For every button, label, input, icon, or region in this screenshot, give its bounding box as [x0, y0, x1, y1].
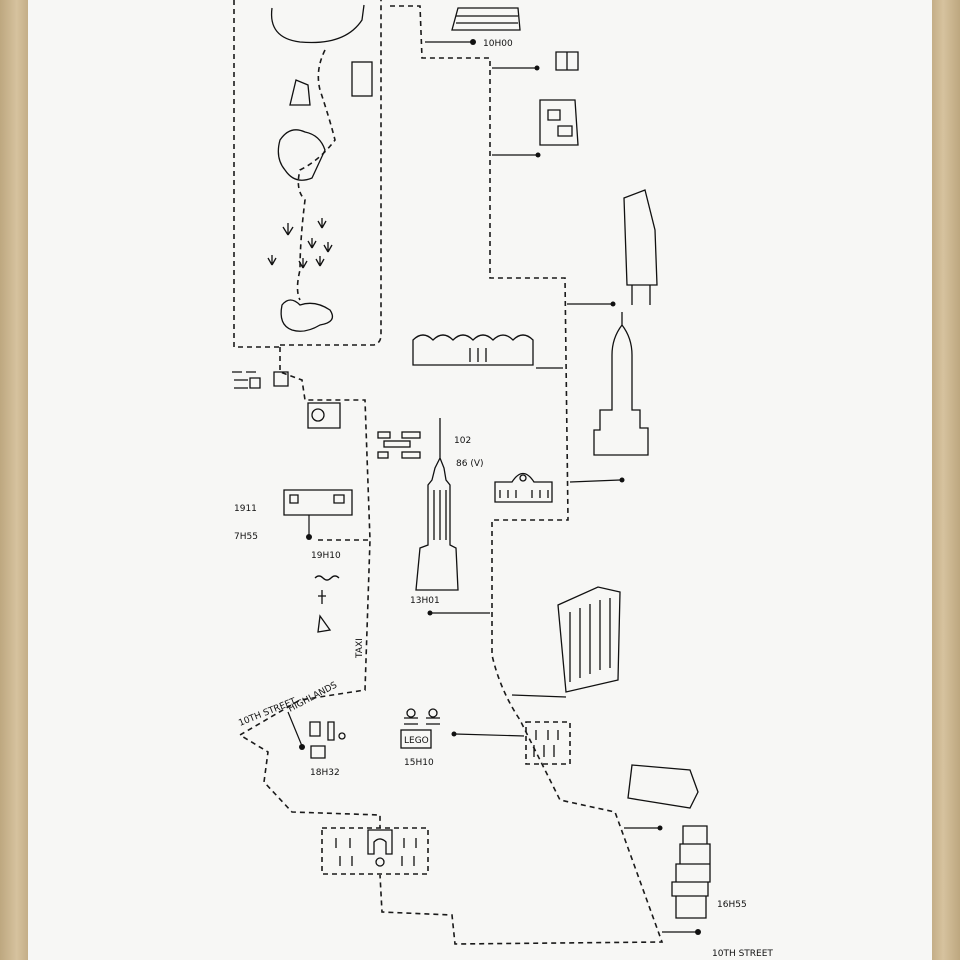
time-19h10: 19H10 [311, 551, 341, 561]
street-label-10th-bottom: 10TH STREET [712, 949, 773, 959]
walking-route-west [238, 347, 381, 828]
height-102: 102 [454, 436, 471, 446]
museum-building-icon [307, 402, 341, 429]
empire-state-building-icon [415, 418, 459, 591]
washington-arch-icon [367, 829, 393, 855]
whitney-museum-icon [539, 99, 579, 146]
stop-marker [470, 39, 476, 45]
burgers-icon [404, 717, 440, 725]
taxi-label: TAXI [355, 638, 365, 659]
music-notes-icon [314, 575, 340, 633]
central-park-outline [233, 0, 382, 348]
height-86: 86 (V) [456, 459, 484, 469]
pond-south [280, 299, 334, 332]
flags-icon [377, 431, 421, 459]
park-trees-icon [533, 730, 559, 757]
station-building-icon [494, 472, 553, 503]
highlands-label: HIGHLANDS [287, 680, 340, 714]
walking-route-east [379, 5, 664, 945]
pond [277, 129, 326, 181]
paper-sheet [28, 0, 932, 960]
grand-central-arches-icon [412, 334, 534, 366]
clock-icon [519, 474, 527, 482]
time-16h55: 16H55 [717, 900, 747, 910]
castle-icon [289, 79, 311, 106]
time-18h32: 18H32 [310, 768, 340, 778]
wooden-frame-left [0, 0, 28, 960]
tower-432-park-icon [623, 189, 658, 305]
flatiron-building-icon [557, 586, 621, 693]
reservoir-lake [270, 4, 365, 44]
washington-square-park [321, 827, 429, 875]
guggenheim-museum-icon [451, 7, 521, 31]
library-building-icon [283, 489, 353, 516]
sculpture-building-icon [627, 764, 699, 809]
trees-icon [267, 218, 333, 269]
year-1911: 1911 [234, 504, 257, 514]
square-trees-icon [335, 838, 417, 866]
park-building-icon [351, 61, 373, 97]
time-15h10: 15H10 [404, 758, 434, 768]
chrysler-building-icon [593, 312, 649, 456]
madison-square-park [525, 721, 571, 765]
park-trail [296, 49, 336, 301]
lego-store-sign [400, 729, 432, 749]
drinks-icon [309, 721, 335, 759]
time-7h55: 7H55 [234, 532, 258, 542]
shops-icon [232, 371, 289, 389]
time-13h01: 13H01 [410, 596, 440, 606]
fountain-icon [375, 857, 385, 867]
new-museum-stacked-icon [671, 825, 711, 919]
time-10h00: 10H00 [483, 39, 513, 49]
wooden-frame-right [932, 0, 960, 960]
lego-label: LEGO [404, 736, 429, 746]
book-icon [555, 51, 579, 71]
street-label-10th: 10TH STREET [237, 697, 298, 729]
